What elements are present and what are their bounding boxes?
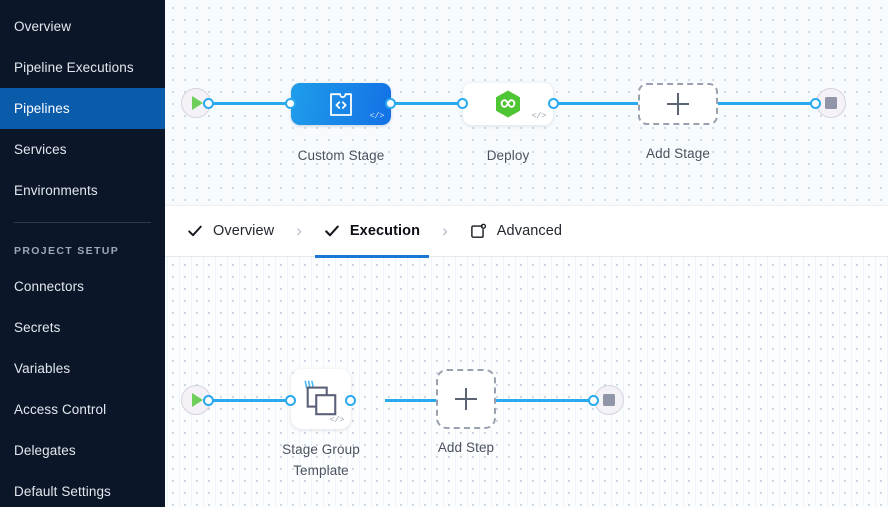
sidebar-item-pipeline-executions[interactable]: Pipeline Executions (0, 47, 165, 88)
plus-icon (667, 93, 689, 115)
add-step-button[interactable] (436, 369, 496, 429)
code-badge: </> (531, 111, 547, 121)
sidebar-item-access-control[interactable]: Access Control (0, 389, 165, 430)
step-label-stage-group-template: Stage Group Template (282, 442, 360, 478)
sidebar-section-title: PROJECT SETUP (14, 245, 120, 257)
sidebar-divider (14, 222, 151, 223)
custom-stage-output-port[interactable] (385, 98, 396, 109)
stop-icon (603, 394, 615, 406)
tab-label: Execution (349, 223, 421, 239)
custom-stage-input-port[interactable] (285, 98, 296, 109)
code-badge: </> (329, 415, 345, 425)
advanced-icon (470, 223, 487, 240)
stage-graph-canvas[interactable]: </> Custom Stage </> Deploy Add Stage (165, 0, 888, 205)
tab-overview[interactable]: Overview (178, 205, 283, 257)
step-start-output-port[interactable] (203, 395, 214, 406)
sidebar-item-label: Delegates (14, 443, 76, 458)
edge-deploy-to-add-stage (548, 102, 663, 105)
step-end-node[interactable] (594, 385, 624, 415)
play-icon (192, 96, 203, 110)
stage-label-deploy: Deploy (486, 148, 530, 163)
deploy-output-port[interactable] (548, 98, 559, 109)
step-node-stage-group-template[interactable]: </> (291, 369, 351, 429)
stop-icon (825, 97, 837, 109)
sidebar: Overview Pipeline Executions Pipelines S… (0, 0, 165, 507)
stage-label-custom-stage: Custom Stage (297, 148, 385, 163)
stage-config-tabbar: Overview › Execution › (165, 205, 888, 258)
tab-separator-icon: › (442, 221, 448, 240)
edge-add-stage-to-end (718, 102, 816, 105)
stage-node-custom-stage[interactable]: </> (291, 83, 391, 125)
sidebar-item-label: Access Control (14, 402, 107, 417)
sidebar-item-pipelines[interactable]: Pipelines (0, 88, 165, 129)
deploy-input-port[interactable] (457, 98, 468, 109)
main-content: </> Custom Stage </> Deploy Add Stage (165, 0, 888, 507)
stage-node-deploy[interactable]: </> (463, 83, 553, 125)
sidebar-item-label: Pipeline Executions (14, 60, 134, 75)
edge-add-step-to-end (495, 399, 598, 402)
edge-template-to-add-step (385, 399, 475, 402)
plus-icon (455, 388, 477, 410)
sidebar-item-overview[interactable]: Overview (0, 6, 165, 47)
sidebar-item-connectors[interactable]: Connectors (0, 266, 165, 307)
tab-execution[interactable]: Execution (314, 205, 430, 258)
sidebar-item-label: Services (14, 142, 67, 157)
template-output-port[interactable] (345, 395, 356, 406)
sidebar-item-services[interactable]: Services (0, 129, 165, 170)
tab-label: Advanced (496, 223, 563, 239)
end-input-port[interactable] (810, 98, 821, 109)
stage-label-add-stage: Add Stage (646, 146, 710, 161)
deploy-icon (496, 90, 520, 118)
sidebar-item-label: Secrets (14, 320, 61, 335)
custom-stage-icon (330, 92, 352, 116)
tab-label: Overview (213, 223, 275, 239)
check-icon (324, 223, 340, 239)
stage-group-template-icon (304, 380, 337, 416)
step-graph-canvas[interactable]: </> Stage Group Template Add Step (165, 257, 888, 507)
sidebar-item-label: Overview (14, 19, 72, 34)
sidebar-item-label: Connectors (14, 279, 85, 294)
template-input-port[interactable] (285, 395, 296, 406)
sidebar-item-environments[interactable]: Environments (0, 170, 165, 211)
tab-separator-icon: › (296, 221, 302, 240)
sidebar-item-label: Variables (14, 361, 71, 376)
play-icon (192, 393, 203, 407)
sidebar-item-label: Environments (14, 183, 98, 198)
sidebar-item-secrets[interactable]: Secrets (0, 307, 165, 348)
edge-start-to-template (203, 399, 323, 402)
check-icon (187, 223, 203, 239)
sidebar-item-label: Pipelines (14, 101, 70, 116)
step-end-input-port[interactable] (588, 395, 599, 406)
sidebar-item-variables[interactable]: Variables (0, 348, 165, 389)
add-stage-button[interactable] (638, 83, 718, 125)
edge-custom-stage-to-deploy (385, 102, 463, 105)
pipeline-end-node[interactable] (816, 88, 846, 118)
code-badge: </> (369, 111, 385, 121)
sidebar-item-default-settings[interactable]: Default Settings (0, 471, 165, 507)
step-label-add-step: Add Step (437, 440, 495, 455)
start-output-port[interactable] (203, 98, 214, 109)
sidebar-item-delegates[interactable]: Delegates (0, 430, 165, 471)
tab-advanced[interactable]: Advanced (461, 205, 571, 257)
sidebar-item-label: Default Settings (14, 484, 111, 499)
edge-start-to-custom-stage (203, 102, 323, 105)
